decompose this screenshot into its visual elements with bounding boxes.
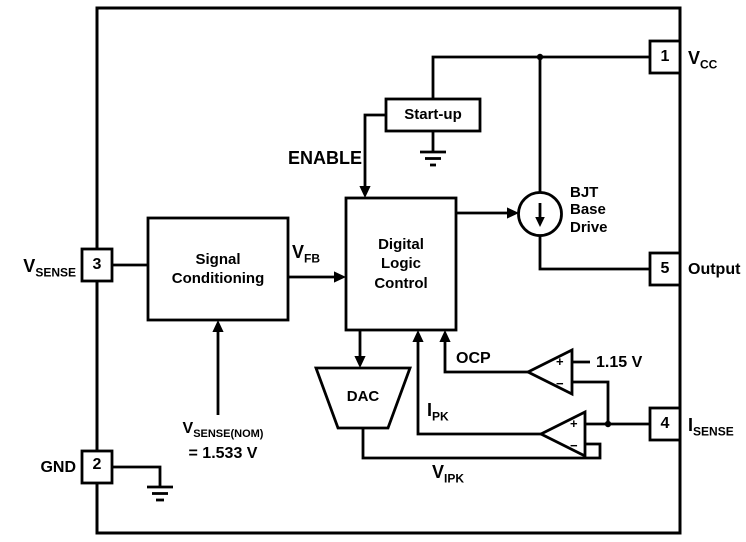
- dac-shape: [313, 366, 413, 430]
- wire-gnd: [112, 465, 162, 487]
- ipk-comparator-minus-sign: −: [570, 438, 578, 453]
- arrowheads: [212, 186, 519, 368]
- ipk-comparator: [537, 409, 587, 459]
- arrowhead-ocp: [439, 330, 451, 342]
- ocp-comparator-plus-sign: +: [556, 354, 564, 369]
- pin3-number: 3: [92, 256, 102, 273]
- pin3-box: [80, 247, 114, 283]
- wire-output: [538, 236, 650, 271]
- wire-ocp: [443, 341, 528, 374]
- pin2-box: [80, 449, 114, 485]
- pin1-box: [648, 39, 682, 75]
- startup-label: Start-up: [404, 106, 462, 124]
- enable-label: ENABLE: [287, 148, 362, 168]
- arrowhead-ipk: [412, 330, 424, 342]
- digital-logic-control-label: Digital Logic Control: [374, 235, 428, 292]
- arrowhead-enable: [359, 186, 371, 198]
- ocp-comparator-minus-sign: −: [556, 376, 564, 391]
- vsense-nom-value: = 1.533 V: [188, 445, 258, 462]
- pin4-number: 4: [660, 415, 670, 432]
- output-pin-label: Output: [688, 261, 741, 278]
- pin5-box: [648, 251, 682, 287]
- arrowhead-vsense-nom: [212, 320, 224, 332]
- vcc-pin-label: VCC: [688, 48, 718, 72]
- wire-vipk: [361, 428, 602, 460]
- bjt-current-source-icon: [517, 191, 563, 237]
- gnd-pin-label: GND: [40, 459, 76, 476]
- ipk-comparator-plus-sign: +: [570, 416, 578, 431]
- junction-dots: [536, 53, 612, 428]
- vipk-label: VIPK: [431, 462, 465, 486]
- arrowhead-vfb: [334, 271, 346, 283]
- digital-logic-control-box: [344, 196, 458, 332]
- vfb-label: VFB: [292, 242, 321, 266]
- startup-ground-icon: [420, 150, 446, 167]
- wire-vcc: [431, 55, 650, 99]
- dac-label: DAC: [346, 388, 380, 406]
- ocp-threshold-label: 1.15 V: [596, 354, 643, 371]
- vsense-pin-label: VSENSE: [23, 256, 76, 280]
- vsense-nom-label: VSENSE(NOM): [182, 420, 264, 441]
- isense-pin-label: ISENSE: [688, 415, 734, 439]
- ipk-label: IPK: [427, 400, 449, 424]
- wire-ipk: [416, 341, 541, 436]
- pin2-number: 2: [92, 456, 102, 473]
- arrowhead-driver: [507, 207, 519, 219]
- wire-isense-branch: [572, 380, 610, 424]
- signal-conditioning-label: Signal Conditioning: [171, 250, 265, 288]
- junction-vcc: [536, 53, 544, 61]
- gnd-ground-icon: [147, 485, 173, 502]
- wire-enable: [363, 113, 386, 189]
- bjt-base-drive-label: BJT Base Drive: [570, 184, 608, 236]
- junction-isense: [604, 420, 612, 428]
- signal-conditioning-box: [146, 216, 290, 322]
- startup-box: [384, 97, 482, 133]
- pin1-number: 1: [660, 48, 670, 65]
- arrowhead-dac: [354, 356, 366, 368]
- wires: [112, 55, 650, 487]
- pin4-box: [648, 406, 682, 442]
- ocp-label: OCP: [456, 350, 491, 367]
- pin5-number: 5: [660, 260, 670, 277]
- ocp-comparator: [524, 347, 574, 397]
